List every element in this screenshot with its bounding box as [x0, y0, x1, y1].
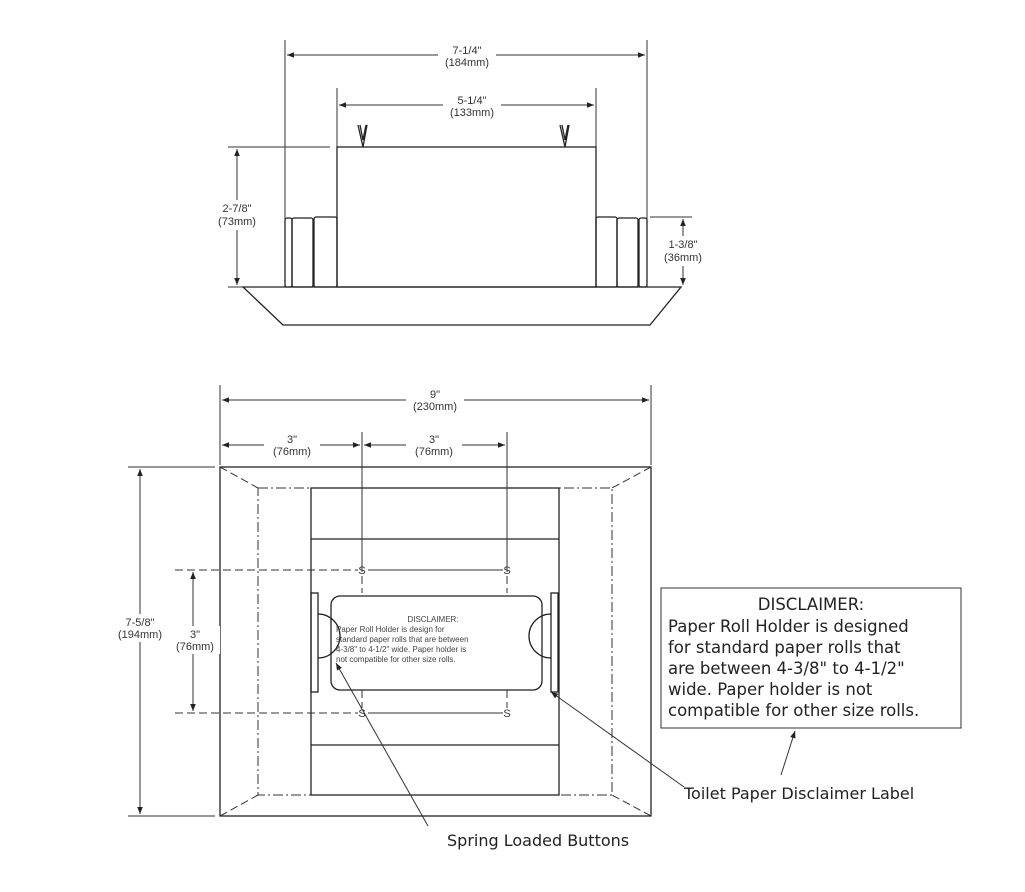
- flange: [241, 286, 683, 326]
- dim-roll-height-in: 1-3/8": [669, 239, 698, 251]
- front-view: 9" (230mm) 3" (76mm) 3" (76mm) S S S S: [112, 385, 652, 817]
- leader-arrow: [550, 691, 685, 788]
- label-line: not compatible for other size rolls.: [336, 655, 456, 664]
- disclaimer-callout-box: DISCLAIMER: Paper Roll Holder is designe…: [660, 587, 962, 729]
- screw-marker: S: [503, 565, 510, 577]
- dim-vertical-spacing-in: 3": [190, 629, 200, 641]
- dim-overall-width-mm: (184mm): [445, 57, 489, 69]
- dim-overall-width-in: 7-1/4": [453, 45, 482, 57]
- leader-arrow: [780, 730, 796, 776]
- label-line: Paper Roll Holder is design for: [336, 625, 445, 634]
- dim-front-width-mm: (230mm): [413, 401, 457, 413]
- disclaimer-label: [330, 595, 543, 691]
- screw-marker: S: [358, 708, 365, 720]
- dim-body-height-mm: (73mm): [218, 216, 256, 228]
- label-line: 4-3/8" to 4-1/2" wide. Paper holder is: [336, 645, 466, 654]
- dim-body-width-in: 5-1/4": [458, 95, 487, 107]
- callout-line: compatible for other size rolls.: [668, 701, 919, 720]
- callout-line: are between 4-3/8" to 4-1/2": [668, 659, 905, 678]
- dim-center-spacing-mm: (76mm): [415, 446, 453, 458]
- label-line: standard paper rolls that are between: [336, 635, 469, 644]
- screw-marker: S: [358, 565, 365, 577]
- dim-left-offset-in: 3": [287, 434, 297, 446]
- spring-buttons-callout: Spring Loaded Buttons: [447, 831, 629, 850]
- callout-line: Paper Roll Holder is designed: [668, 617, 909, 636]
- holder-body: [336, 146, 597, 288]
- screw-marker: S: [503, 708, 510, 720]
- dim-height-mm: (194mm): [118, 629, 162, 641]
- dim-front-width-in: 9": [430, 389, 440, 401]
- paper-rolls: [284, 216, 648, 288]
- dim-body-width-mm: (133mm): [450, 107, 494, 119]
- dim-height-in: 7-5/8": [126, 617, 155, 629]
- dim-vertical-spacing-mm: (76mm): [176, 641, 214, 653]
- dim-center-spacing-in: 3": [429, 434, 439, 446]
- dim-roll-height-mm: (36mm): [664, 252, 702, 264]
- mounting-clip-icon: [357, 124, 570, 148]
- leader-arrow: [335, 662, 429, 827]
- callout-line: wide. Paper holder is not: [668, 680, 873, 699]
- dim-body-height-in: 2-7/8": [223, 203, 252, 215]
- callout-line: for standard paper rolls that: [668, 638, 901, 657]
- label-title: DISCLAIMER:: [407, 615, 458, 624]
- callout-title: DISCLAIMER:: [758, 595, 864, 614]
- dim-left-offset-mm: (76mm): [273, 446, 311, 458]
- top-view: 7-1/4" (184mm) 5-1/4" (133mm) 2-7/8" (73…: [208, 40, 712, 326]
- disclaimer-label-callout: Toilet Paper Disclaimer Label: [683, 784, 914, 803]
